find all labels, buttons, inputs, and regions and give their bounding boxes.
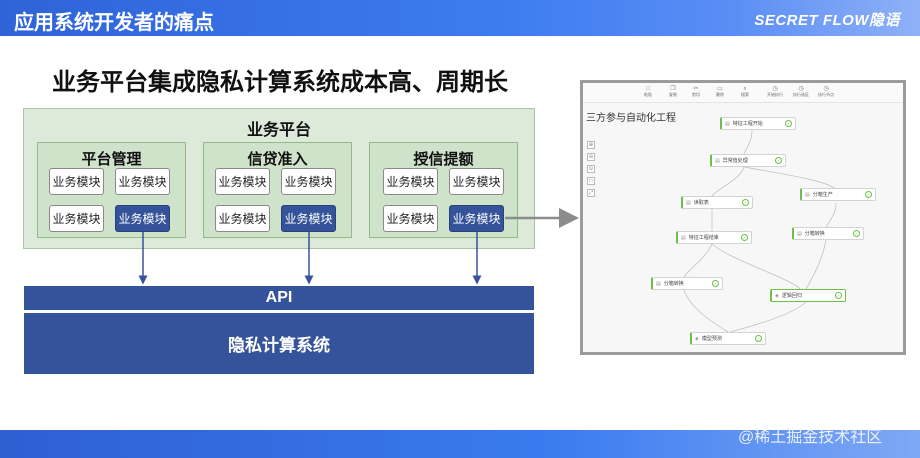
search-icon: ⌕ — [743, 86, 747, 92]
zoom-in-icon[interactable]: ⊕ — [587, 141, 595, 149]
toolbar-run[interactable]: ◷开始执行 — [763, 86, 787, 98]
workflow-node-selected[interactable]: ◈逻辑回归✓ — [770, 289, 846, 302]
bottom-banner — [0, 430, 920, 458]
node-icon: ▤ — [805, 191, 810, 198]
watermark: @稀土掘金技术社区 — [738, 429, 883, 446]
toolbar-cut[interactable]: ✂剪切 — [684, 86, 708, 98]
run-node-icon: ◷ — [823, 86, 829, 92]
api-bar: API — [24, 286, 534, 310]
toolbar-run-selection[interactable]: ◷执行选区 — [789, 86, 813, 98]
check-icon: ✓ — [742, 199, 749, 206]
check-icon: ✓ — [712, 280, 719, 287]
check-icon: ✓ — [785, 120, 792, 127]
zoom-out-icon[interactable]: ⊖ — [587, 153, 595, 161]
workflow-node[interactable]: ▤异常值处理✓ — [710, 154, 786, 167]
business-module-highlighted: 业务模块 — [449, 205, 504, 232]
workflow-node[interactable]: ▤分箱生产✓ — [800, 188, 876, 201]
check-icon: ✓ — [741, 234, 748, 241]
node-icon: ▤ — [725, 120, 730, 127]
node-icon: ▤ — [656, 280, 661, 287]
headline: 业务平台集成隐私计算系统成本高、周期长 — [52, 69, 508, 96]
business-module: 业务模块 — [215, 205, 270, 232]
business-module: 业务模块 — [115, 168, 170, 195]
fit-view-icon[interactable]: ⊙ — [587, 165, 595, 173]
business-module-highlighted: 业务模块 — [281, 205, 336, 232]
privacy-computing-system: 隐私计算系统 — [24, 313, 534, 374]
workflow-node[interactable]: ▤分箱转换✓ — [651, 277, 723, 290]
check-icon: ✓ — [865, 191, 872, 198]
check-icon: ✓ — [853, 230, 860, 237]
business-module: 业务模块 — [281, 168, 336, 195]
delete-icon: ▭ — [717, 86, 723, 92]
group-title: 授信提额 — [413, 151, 474, 168]
business-module-highlighted: 业务模块 — [115, 205, 170, 232]
toolbar-copy[interactable]: ❐复制 — [661, 86, 685, 98]
workflow-toolbar — [583, 83, 903, 103]
business-module: 业务模块 — [383, 168, 438, 195]
model-icon: ◈ — [695, 335, 699, 342]
workflow-node[interactable]: ◈模型预测✓ — [690, 332, 766, 345]
workflow-node[interactable]: ▤特征工程结束✓ — [676, 231, 752, 244]
run-icon: ◷ — [772, 86, 778, 92]
business-module: 业务模块 — [49, 205, 104, 232]
copy-icon: ❐ — [670, 86, 676, 92]
toolbar-delete[interactable]: ▭删除 — [708, 86, 732, 98]
paste-icon: □ — [646, 86, 650, 92]
top-banner — [0, 0, 920, 36]
business-module: 业务模块 — [215, 168, 270, 195]
check-icon: ✓ — [775, 157, 782, 164]
toolbar-paste[interactable]: □粘贴 — [636, 86, 660, 98]
node-icon: ▤ — [681, 234, 686, 241]
cut-icon: ✂ — [693, 86, 699, 92]
group-title: 平台管理 — [81, 151, 142, 168]
node-icon: ▤ — [797, 230, 802, 237]
business-platform-title: 业务平台 — [246, 122, 311, 139]
workflow-node[interactable]: ▤读取表✓ — [681, 196, 753, 209]
brand-logo: SECRET FLOW隐语 — [754, 12, 900, 29]
toolbar-search[interactable]: ⌕搜索 — [733, 86, 757, 98]
slide-title: 应用系统开发者的痛点 — [14, 12, 214, 34]
workflow-node[interactable]: ▤分箱转换✓ — [792, 227, 864, 240]
workflow-node[interactable]: ▤特征工程开始✓ — [720, 117, 796, 130]
business-module: 业务模块 — [449, 168, 504, 195]
minimap-icon[interactable]: □ — [587, 177, 595, 185]
node-icon: ▤ — [715, 157, 720, 164]
run-selection-icon: ◷ — [798, 86, 804, 92]
group-title: 信贷准入 — [247, 151, 308, 168]
toolbar-run-node[interactable]: ◷执行节点 — [814, 86, 838, 98]
business-module: 业务模块 — [383, 205, 438, 232]
node-icon: ▤ — [686, 199, 691, 206]
canvas-title: 三方参与自动化工程 — [586, 113, 676, 124]
check-icon: ✓ — [835, 292, 842, 299]
business-module: 业务模块 — [49, 168, 104, 195]
model-icon: ◈ — [775, 292, 779, 299]
check-icon: ✓ — [755, 335, 762, 342]
fullscreen-icon[interactable]: ⤢ — [587, 189, 595, 197]
